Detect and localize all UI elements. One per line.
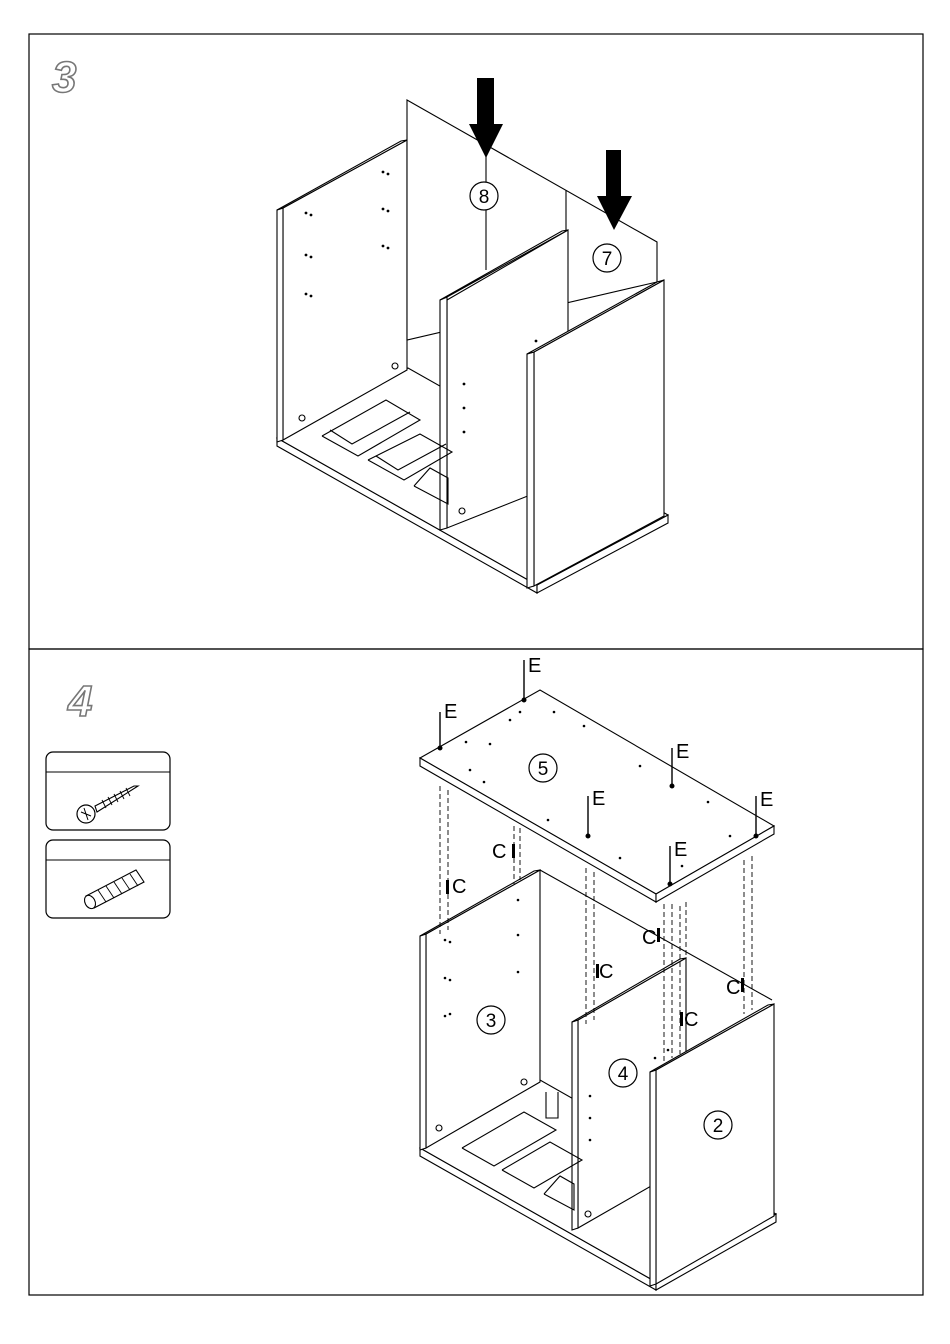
svg-text:E: E <box>676 741 689 763</box>
svg-text:C: C <box>642 927 656 949</box>
dowel-icon <box>657 928 660 942</box>
callout-8: 8 <box>470 182 498 210</box>
svg-text:C: C <box>452 876 466 898</box>
hardware-box-dowel <box>46 840 170 918</box>
svg-text:C: C <box>684 1009 698 1031</box>
screw-icon <box>438 712 442 750</box>
step-3-number: 3 <box>52 53 76 102</box>
step-4-number: 4 <box>67 677 92 726</box>
svg-text:7: 7 <box>602 249 613 270</box>
callout-5: 5 <box>529 754 557 782</box>
cabinet-step-4 <box>420 870 776 1290</box>
svg-text:4: 4 <box>618 1064 629 1085</box>
left-panel-edge <box>277 208 283 442</box>
step-3-panel: 3 <box>29 34 923 649</box>
right-panel-edge <box>527 352 534 588</box>
middle-divider-edge <box>440 297 447 530</box>
callout-7: 7 <box>593 244 621 272</box>
callout-2: 2 <box>704 1111 732 1139</box>
cam-hole <box>459 508 465 514</box>
svg-text:2: 2 <box>713 1116 724 1137</box>
svg-text:E: E <box>444 701 457 723</box>
svg-text:C: C <box>492 841 506 863</box>
callout-3: 3 <box>477 1006 505 1034</box>
callout-4: 4 <box>609 1059 637 1087</box>
cam-hole <box>392 363 398 369</box>
svg-text:5: 5 <box>538 759 549 780</box>
dowel-icon <box>512 844 515 858</box>
dowel-icon <box>446 880 449 894</box>
svg-text:E: E <box>674 839 687 861</box>
svg-text:E: E <box>528 655 541 677</box>
svg-text:C: C <box>599 961 613 983</box>
svg-text:8: 8 <box>479 187 490 208</box>
hardware-box-screw <box>46 752 170 830</box>
step-4-panel: 4 <box>29 649 923 1295</box>
dowel-icon <box>680 1012 683 1026</box>
screw-icon <box>522 660 526 702</box>
svg-text:3: 3 <box>486 1011 497 1032</box>
svg-text:C: C <box>726 977 740 999</box>
cam-hole <box>299 415 305 421</box>
svg-text:E: E <box>760 789 773 811</box>
svg-text:E: E <box>592 788 605 810</box>
dowel-icon <box>741 978 744 992</box>
